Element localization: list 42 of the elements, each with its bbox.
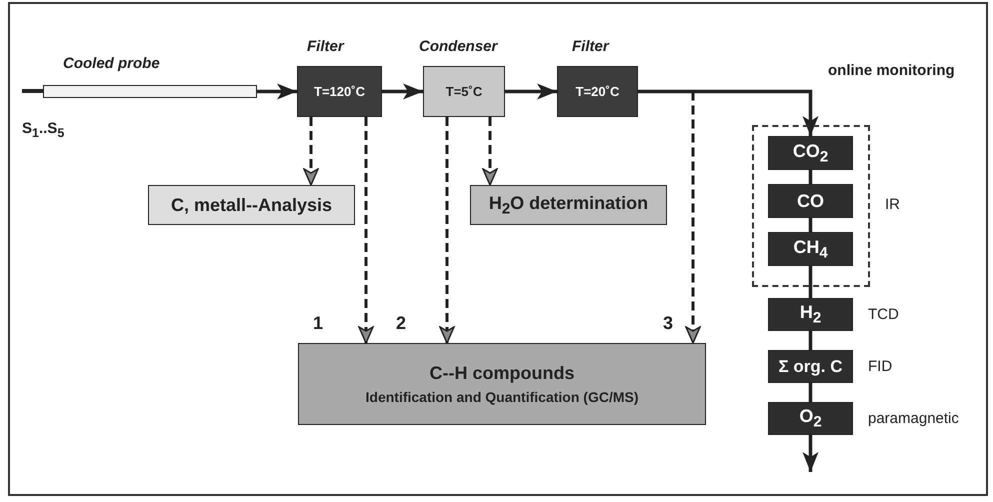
flow-arrow xyxy=(505,84,557,100)
dashed-arrow xyxy=(303,117,319,186)
dashed-arrow xyxy=(358,117,374,344)
detector-label: IR xyxy=(885,196,900,213)
connector-line xyxy=(808,383,812,402)
gas-box: Σ org. C xyxy=(768,350,853,383)
connector-line xyxy=(808,266,812,298)
sample-label: S$_{1}$..S$_{5}$ xyxy=(22,120,64,140)
dashed-arrow xyxy=(685,92,701,344)
gas-box: CO$_{2}$ xyxy=(768,136,853,170)
analysis-box: H$_{2}$O determination xyxy=(470,185,667,225)
gas-box: O$_{2}$ xyxy=(768,402,853,435)
filter-heading: Filter xyxy=(307,38,344,55)
filter-box: T=20˚C xyxy=(557,66,638,117)
detector-group xyxy=(752,125,870,287)
condenser-box: T=5˚C xyxy=(423,66,505,117)
section-heading: online monitoring xyxy=(828,62,955,79)
box-title: C--H compounds xyxy=(430,362,574,384)
box-subtitle: Identification and Quantification (GC/MS) xyxy=(366,389,638,406)
analysis-box: C, metall--Analysis xyxy=(148,185,355,225)
flow-arrow xyxy=(802,435,818,472)
callout-number: 1 xyxy=(313,313,324,334)
flow-arrow xyxy=(257,84,297,100)
connector-line xyxy=(808,331,812,350)
detector-label: paramagnetic xyxy=(868,410,959,427)
filter-box: T=120˚C xyxy=(297,66,382,117)
callout-number: 3 xyxy=(663,313,674,334)
gas-box: H$_{2}$ xyxy=(768,298,853,331)
detector-label: TCD xyxy=(868,306,899,323)
detector-label: FID xyxy=(868,358,892,375)
probe-heading: Cooled probe xyxy=(63,55,160,72)
flow-arrow xyxy=(638,90,818,136)
condenser-heading: Condenser xyxy=(419,38,498,55)
connector-line xyxy=(808,218,812,232)
dashed-arrow xyxy=(482,117,498,186)
connector-line xyxy=(808,170,812,184)
gas-box: CO xyxy=(768,184,853,218)
gas-box: CH$_{4}$ xyxy=(768,232,853,266)
flow-arrow xyxy=(382,84,423,100)
callout-number: 2 xyxy=(396,313,406,334)
dashed-arrow xyxy=(439,117,455,344)
filter-heading: Filter xyxy=(572,38,609,55)
